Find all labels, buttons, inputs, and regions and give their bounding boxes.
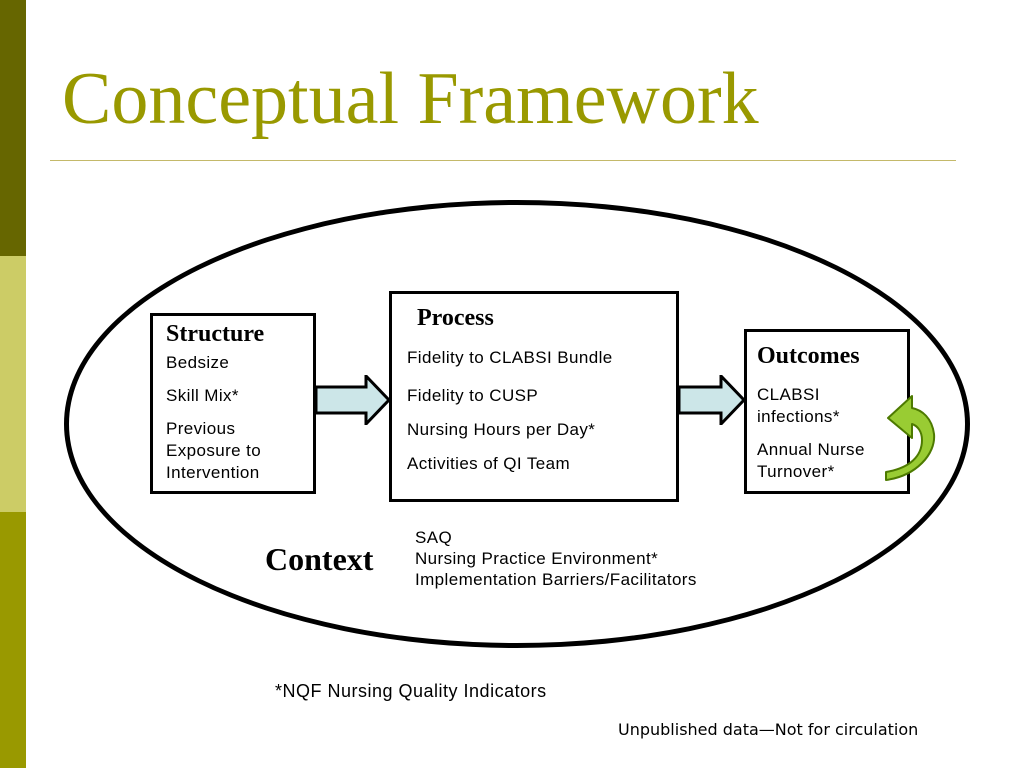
footnote: *NQF Nursing Quality Indicators [275,681,547,701]
outcomes-item: CLABSI infections* [757,385,840,426]
structure-title: Structure [166,321,265,347]
side-band-mid [0,512,26,768]
context-ellipse [64,200,970,648]
process-box: Process Fidelity to CLABSI Bundle Fideli… [389,291,679,502]
context-item: Implementation Barriers/Facilitators [415,570,697,589]
outcomes-title: Outcomes [757,343,860,369]
structure-item: Skill Mix* [166,386,239,405]
curved-cycle-arrow-icon [885,395,936,481]
side-band-light [0,256,26,512]
outcomes-box: Outcomes CLABSI infections* Annual Nurse… [744,329,910,494]
process-item: Fidelity to CLABSI Bundle [407,348,613,367]
process-item: Nursing Hours per Day* [407,420,596,439]
structure-item: Previous Exposure to Intervention [166,419,262,482]
process-item: Fidelity to CUSP [407,386,539,405]
outcomes-item: Annual Nurse Turnover* [757,440,865,481]
context-item: SAQ [415,528,453,547]
structure-item: Bedsize [166,353,230,372]
title-divider [50,160,956,161]
disclaimer: Unpublished data—Not for circulation [618,720,919,739]
block-arrow-right-icon [679,375,745,425]
process-item: Activities of QI Team [407,454,571,473]
structure-box: Structure Bedsize Skill Mix* Previous Ex… [150,313,316,494]
context-items: SAQ Nursing Practice Environment* Implem… [415,527,697,590]
slide-title: Conceptual Framework [62,58,759,140]
process-title: Process [417,305,494,331]
context-label: Context [265,541,374,577]
context-item: Nursing Practice Environment* [415,549,659,568]
block-arrow-right-icon [316,375,390,425]
side-band-dark [0,0,26,256]
